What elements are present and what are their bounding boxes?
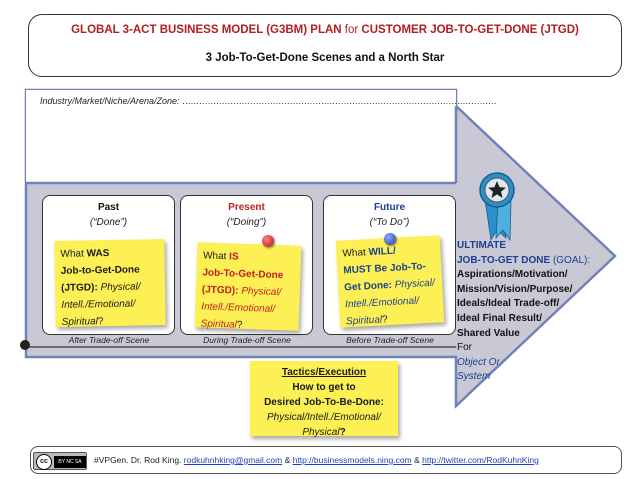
goal-line1: ULTIMATE	[457, 240, 507, 251]
cc-terms: BY NC SA	[54, 456, 86, 468]
note-line5-end: ?	[236, 319, 243, 331]
column-heading-present: Present	[228, 202, 265, 213]
tactics-line3: Desired Job-To-Be-Done:	[264, 397, 384, 408]
note-verb: WAS	[86, 248, 110, 260]
column-heading-future: Future	[373, 202, 406, 213]
industry-blank-line: …………………………………………………………………………………………………	[182, 96, 497, 106]
goal-line4: Mission/Vision/Purpose/	[457, 283, 573, 295]
industry-field: Industry/Market/Niche/Arena/Zone: …………………	[40, 96, 497, 106]
title-for: for	[344, 24, 359, 36]
goal-line6: Ideal Final Result/	[457, 312, 543, 324]
note-line3b: Physical/	[100, 281, 141, 294]
note-what: What	[202, 250, 227, 263]
tactics-line5: Physical	[302, 427, 340, 438]
note-line3b: Physical/	[394, 277, 436, 291]
column-sub-past: (“Done”)	[89, 217, 128, 228]
scene-past: After Trade-off Scene	[68, 335, 150, 345]
scene-present: During Trade-off Scene	[203, 335, 291, 345]
sticky-note-tactics: Tactics/Execution How to get to Desired …	[250, 361, 398, 438]
industry-label: Industry/Market/Niche/Arena/Zone:	[40, 96, 180, 106]
note-line2: MUST Be Job-To-	[343, 261, 427, 277]
footer: cc BY NC SA #VPGen. Dr. Rod King. rodkuh…	[30, 446, 622, 474]
note-line2: Job-to-Get-Done	[60, 264, 140, 277]
goal-line2a: JOB-TO-GET DONE	[457, 254, 551, 266]
note-line4: Intell./Emotional/	[201, 301, 276, 315]
cc-license-badge-icon[interactable]: cc BY NC SA	[33, 452, 87, 470]
goal-line3: Aspirations/Motivation/	[457, 269, 568, 281]
note-what: What	[60, 248, 84, 260]
tactics-line4: Physical/Intell./Emotional/	[267, 412, 381, 423]
footer-email-link[interactable]: rodkuhnhking@gmail.com	[183, 455, 283, 465]
note-line4: Intell./Emotional/	[61, 298, 136, 311]
page-subtitle: 3 Job-To-Get-Done Scenes and a North Sta…	[205, 52, 445, 64]
goal-line8: For	[457, 342, 472, 354]
tactics-line2: How to get to	[292, 382, 356, 393]
footer-credits: #VPGen. Dr. Rod King. rodkuhnhking@gmail…	[94, 455, 539, 465]
goal-line5: Ideals/Ideal Trade-off/	[457, 298, 560, 310]
ultimate-goal-text: ULTIMATE JOB-TO-GET DONE (GOAL): Aspirat…	[457, 239, 590, 385]
note-line4: Intell./Emotional/	[344, 295, 420, 311]
footer-ning-link[interactable]: http://businessmodels.ning.com	[292, 455, 412, 465]
column-heading-past: Past	[97, 202, 120, 213]
note-line5-end: ?	[97, 316, 104, 328]
scene-future: Before Trade-off Scene	[346, 335, 434, 345]
footer-amp1: &	[284, 455, 291, 465]
note-what: What	[342, 247, 367, 260]
title-part2: CUSTOMER JOB-TO-GET-DONE (JTGD)	[361, 24, 579, 36]
sticky-note-past: What WAS Job-to-Get-Done (JTGD): Physica…	[54, 239, 166, 328]
star-rosette-icon	[479, 172, 515, 242]
note-line3b: Physical/	[241, 285, 282, 299]
sticky-note-future: What WILL/ MUST Be Job-To- Get Done: Phy…	[335, 235, 445, 328]
goal-line7: Shared Value	[457, 327, 520, 339]
push-pin-red-icon	[262, 235, 274, 247]
footer-prefix: #VPGen. Dr. Rod King.	[94, 455, 182, 465]
note-line3a: Get Done:	[343, 279, 393, 294]
note-verb: IS	[228, 251, 239, 263]
note-line5: Spiritual	[200, 318, 237, 331]
cc-logo: cc	[36, 454, 52, 470]
note-line2: Job-To-Get-Done	[202, 267, 284, 282]
note-line5-end: ?	[381, 314, 388, 326]
note-line3a: (JTGD):	[201, 284, 239, 297]
note-verb: WILL/	[368, 245, 397, 259]
timeline-start-dot	[20, 340, 30, 350]
goal-line2b: (GOAL):	[552, 254, 591, 266]
note-line5: Spiritual	[61, 316, 98, 328]
goal-line9: Object Or	[457, 356, 500, 368]
push-pin-blue-icon	[384, 233, 396, 245]
title-box: GLOBAL 3-ACT BUSINESS MODEL (G3BM) PLAN …	[28, 14, 622, 77]
footer-twitter-link[interactable]: http://twitter.com/RodKuhnKing	[422, 455, 539, 465]
note-line3a: (JTGD):	[60, 282, 98, 294]
sticky-note-present: What IS Job-To-Get-Done (JTGD): Physical…	[194, 242, 302, 331]
tactics-line5-end: ?	[339, 427, 346, 438]
note-line5: Spiritual	[345, 314, 383, 328]
column-sub-future: (“To Do”)	[369, 217, 410, 228]
tactics-line1: Tactics/Execution	[281, 367, 367, 378]
page-title: GLOBAL 3-ACT BUSINESS MODEL (G3BM) PLAN …	[29, 24, 621, 36]
column-sub-present: (“Doing”)	[226, 217, 267, 228]
goal-line10: System	[457, 371, 491, 383]
title-part1: GLOBAL 3-ACT BUSINESS MODEL (G3BM) PLAN	[71, 24, 342, 36]
footer-amp2: &	[414, 455, 420, 465]
